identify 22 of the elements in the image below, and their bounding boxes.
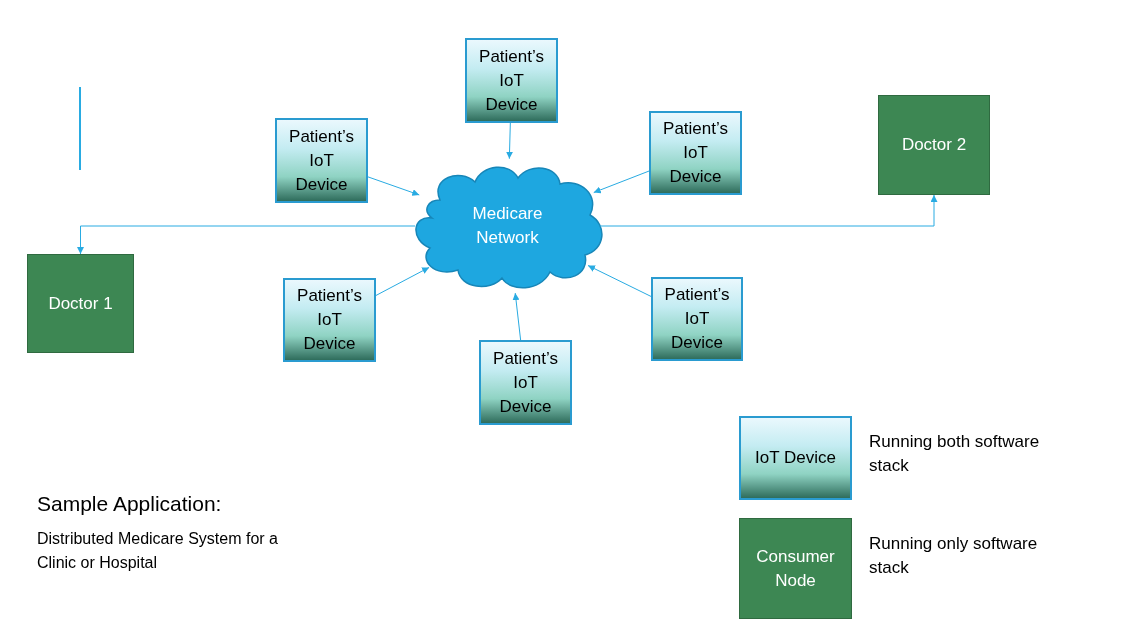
arrow: [593, 170, 650, 194]
arrow: [587, 265, 652, 297]
consumer-node-box: Doctor 1: [27, 254, 134, 353]
legend-description: Running only software stack: [869, 533, 1039, 579]
consumer-node-box: Doctor 2: [878, 95, 990, 195]
title: Sample Application:: [37, 492, 222, 516]
legend-description: Running both software stack: [869, 431, 1041, 477]
legend-device-box: IoT Device: [739, 416, 852, 500]
arrow: [512, 292, 522, 341]
consumer-node-box: Consumer Node: [739, 518, 852, 619]
device-box: Patient’s IoT Device: [283, 278, 376, 362]
caption: Distributed Medicare System for a Clinic or Hospital: [37, 529, 279, 573]
cloud-label: Medicare Network: [471, 203, 544, 249]
arrow: [77, 225, 416, 255]
device-box: Patient’s IoT Device: [275, 118, 368, 203]
device-box: Patient’s IoT Device: [649, 111, 742, 195]
arrow: [375, 266, 430, 296]
device-box: Patient’s IoT Device: [465, 38, 558, 123]
device-box: Patient’s IoT Device: [479, 340, 572, 425]
device-box: Patient’s IoT Device: [651, 277, 743, 361]
arrow: [367, 176, 420, 196]
arrow: [506, 122, 514, 160]
